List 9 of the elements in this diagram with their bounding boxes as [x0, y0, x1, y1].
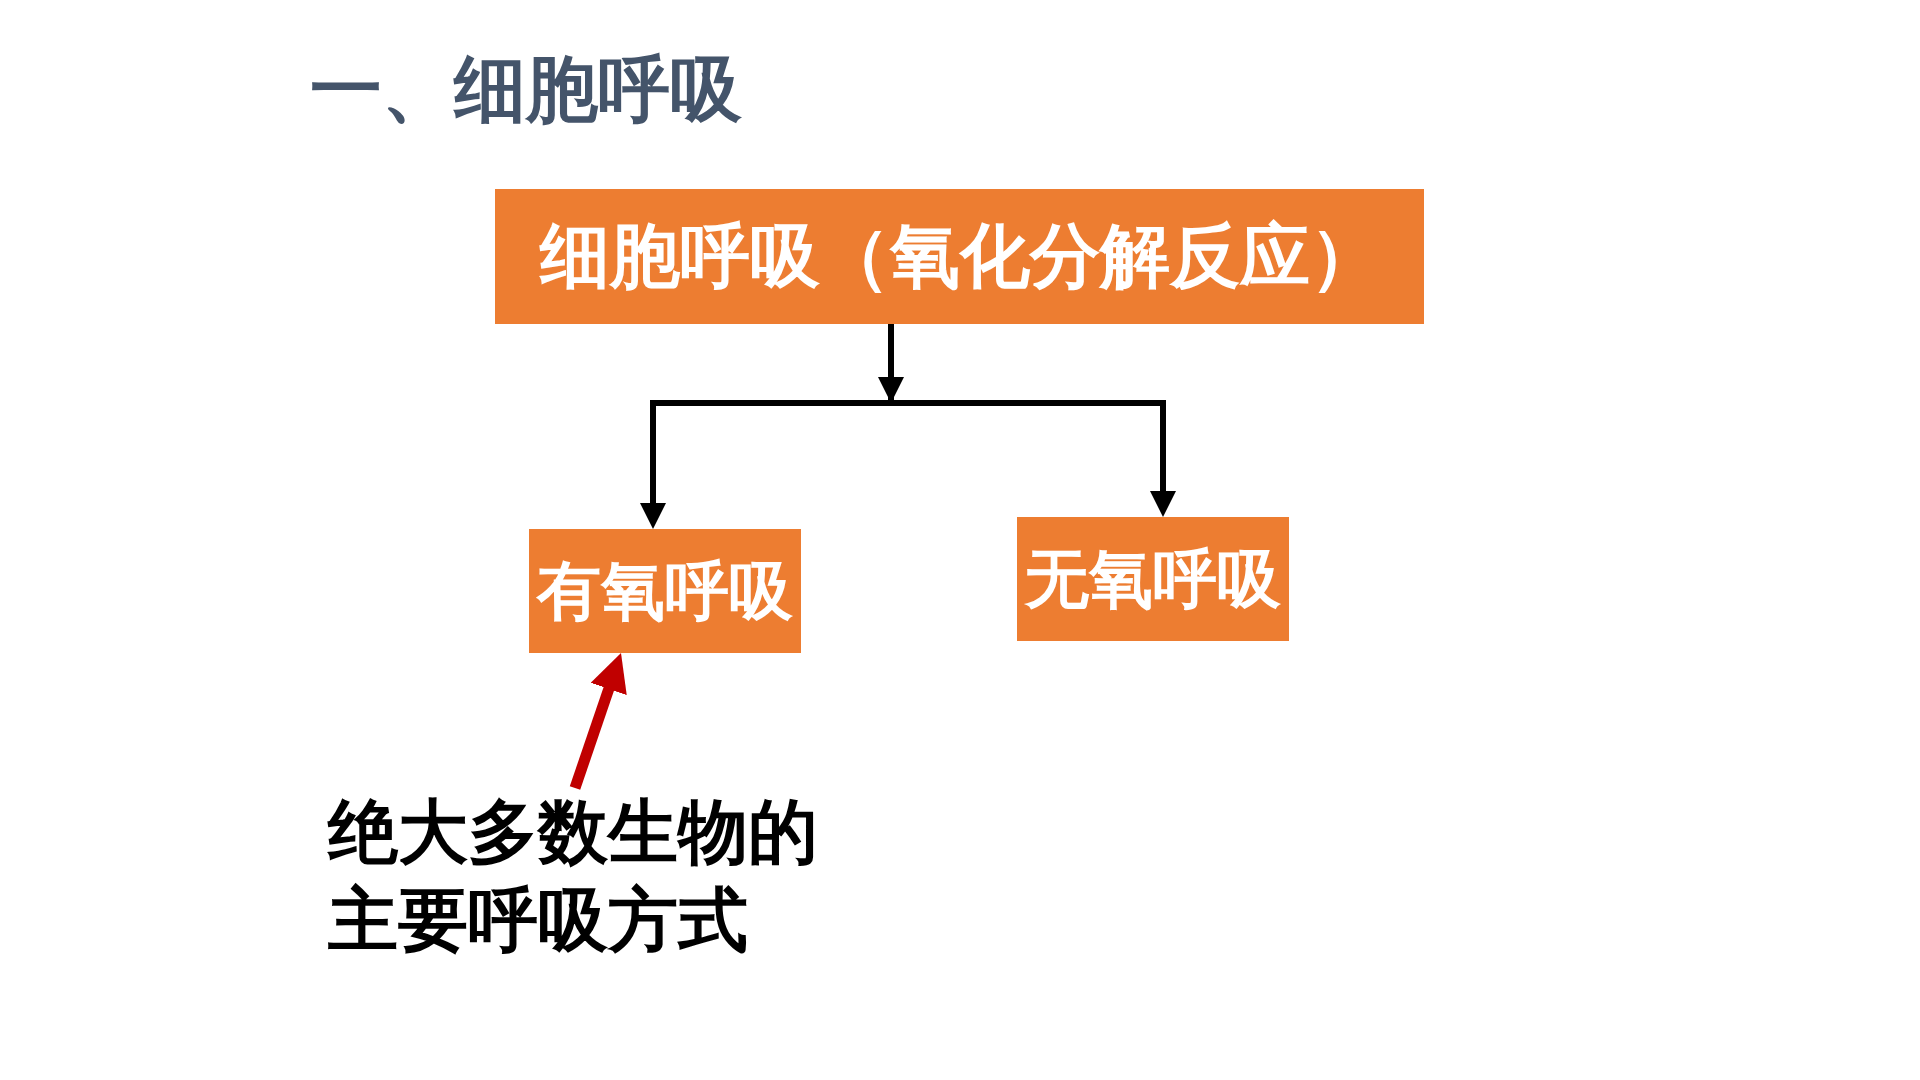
box-label: 无氧呼吸: [1025, 540, 1281, 618]
process-box: [495, 189, 1424, 324]
box-label: 细胞呼吸（氧化分解反应）: [539, 213, 1380, 299]
slide-title: 一、细胞呼吸: [310, 46, 742, 133]
note-text: 绝大多数生物的主要呼吸方式: [328, 791, 818, 961]
arrow: [569, 653, 627, 790]
process-box: [1017, 517, 1289, 641]
process-box: [529, 529, 801, 653]
box-label: 有氧呼吸: [537, 552, 793, 630]
